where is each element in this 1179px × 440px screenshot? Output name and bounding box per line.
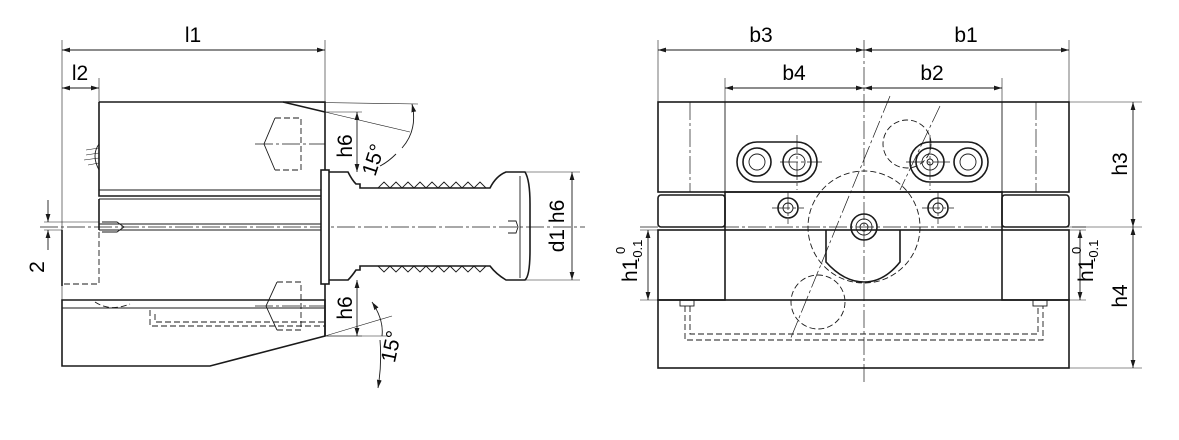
b2-label: b2 [920, 62, 943, 85]
angle-bottom-label: 15° [377, 329, 406, 365]
h1-right-upper-tol: 0 [1069, 247, 1084, 254]
left-wall [61, 199, 100, 286]
holder-lower-body [61, 299, 326, 367]
center-screw-mid [855, 218, 873, 236]
right-front-view: b3 b1 b4 b2 [613, 24, 1142, 385]
h4-label: h4 [1109, 284, 1132, 308]
angle-top-ref [282, 101, 419, 105]
h1-left-lower-tol: -0.1 [630, 240, 645, 262]
left-jaw [657, 194, 726, 228]
left-side-view: 2 d1 h6 h6 [26, 24, 585, 389]
center-screw-inner [859, 222, 869, 232]
center-screw-outer [850, 213, 878, 241]
hidden-screw-lower [277, 281, 302, 331]
end-radius [94, 143, 100, 171]
upper-chamfer [282, 101, 326, 113]
base-pin-right [1032, 299, 1048, 307]
hidden-lower-slot-inner [154, 314, 325, 323]
right-jaw [1001, 194, 1070, 228]
angle-bottom-arc-tail [376, 339, 382, 389]
hidden-lower-slot [149, 310, 325, 327]
h1-right-tolerance: h1 0 -0.1 [1069, 240, 1101, 282]
hidden-lower-arc [94, 301, 131, 308]
hidden-circle-upper-right [882, 119, 932, 169]
flange-plate [320, 169, 330, 285]
lower-left-block [657, 229, 726, 301]
angle-top-arc-tail [379, 153, 397, 167]
hidden-circle-lower-left [790, 274, 846, 330]
dim-2-label: 2 [26, 261, 49, 273]
serration-bottom [377, 265, 487, 273]
lower-right-block [1001, 229, 1070, 301]
diagonal-axis-upper [899, 105, 941, 191]
angle-bottom-arc [371, 301, 383, 337]
front-middle-body [724, 191, 1003, 231]
h1-right-lower-tol: -0.1 [1086, 240, 1101, 262]
h6-bottom-label: h6 [334, 296, 357, 319]
b1-label: b1 [954, 24, 977, 47]
angle-top-ext [324, 111, 411, 133]
shank-center-hole [508, 220, 519, 234]
b4-label: b4 [782, 62, 806, 85]
h1-left-label: h1 [619, 259, 642, 282]
small-screw-left [772, 192, 804, 224]
hidden-base-channel-inner [689, 306, 1039, 335]
hidden-center-bore [807, 170, 921, 284]
holder-upper-body [98, 101, 326, 197]
angle-top-arc [401, 103, 417, 149]
small-screw-right [922, 192, 954, 224]
h3-label: h3 [1109, 152, 1132, 175]
d1-label: d1 h6 [546, 200, 569, 253]
l2-label: l2 [72, 62, 88, 85]
right-bolt-pair [906, 135, 989, 190]
pin-tip [102, 221, 125, 233]
serration-top [377, 181, 487, 189]
h1-left-tolerance: h1 0 -0.1 [613, 240, 645, 282]
shank-outline [329, 171, 531, 281]
left-bolt-pair [736, 135, 822, 190]
diagonal-axis [789, 95, 891, 341]
front-upper-body [657, 101, 1070, 193]
angle-top-label: 15° [358, 141, 390, 178]
base-pin-left [679, 299, 695, 307]
h6-top-label: h6 [334, 134, 357, 157]
hidden-lower-left [62, 232, 100, 285]
b3-label: b3 [749, 24, 772, 47]
center-recess [825, 230, 901, 283]
h1-right-label: h1 [1075, 259, 1098, 282]
h1-left-upper-tol: 0 [613, 247, 628, 254]
front-base [657, 299, 1070, 369]
chip-marks [83, 147, 100, 166]
hidden-screw-upper [275, 117, 302, 171]
hidden-base-channel [684, 306, 1044, 341]
l1-label: l1 [185, 24, 201, 47]
